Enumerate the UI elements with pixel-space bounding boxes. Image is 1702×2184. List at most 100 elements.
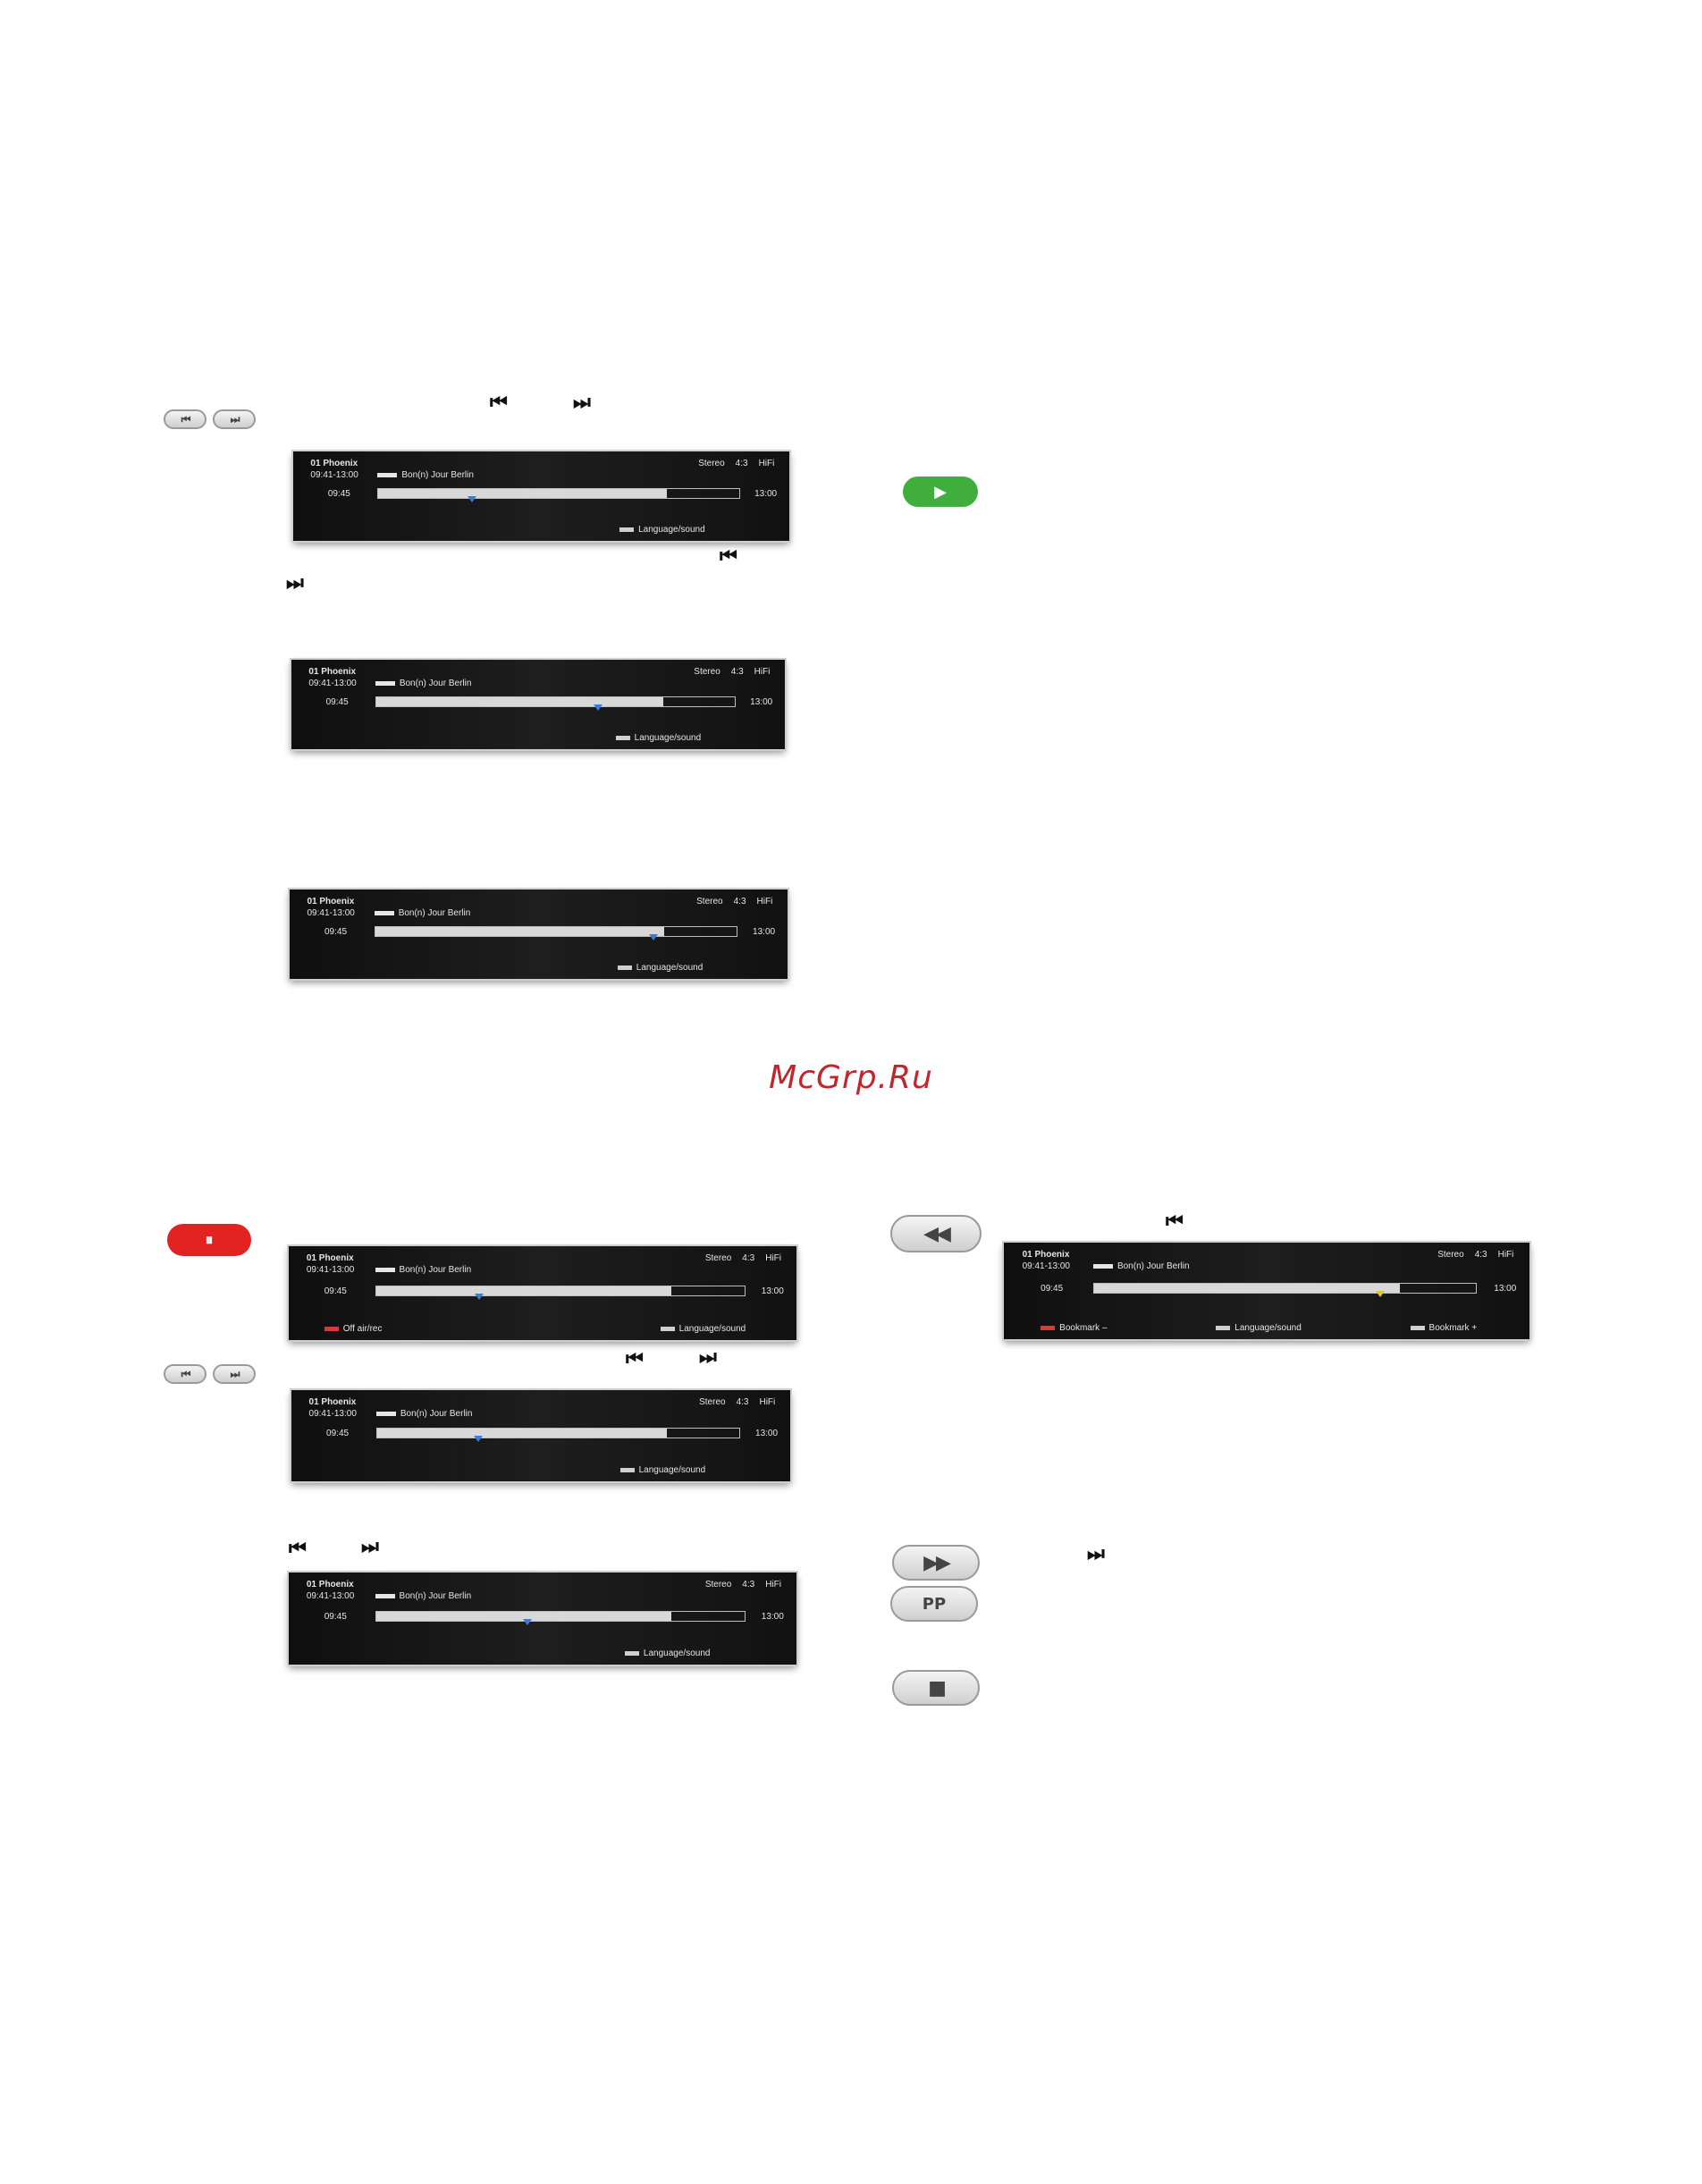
skip-back-key[interactable]: ⏮ bbox=[164, 1364, 206, 1384]
channel-name: 01 Phoenix bbox=[1022, 1250, 1070, 1260]
channel-name: 01 Phoenix bbox=[308, 667, 357, 677]
fast-forward-key[interactable]: ▶▶ bbox=[892, 1545, 980, 1581]
audio-mode: Stereo bbox=[694, 667, 720, 677]
position-marker bbox=[468, 496, 477, 502]
aspect-ratio: 4:3 bbox=[735, 459, 748, 468]
program-title: Bon(n) Jour Berlin bbox=[376, 1409, 473, 1420]
aspect-ratio: 4:3 bbox=[733, 897, 746, 906]
channel-name: 01 Phoenix bbox=[306, 1580, 354, 1590]
time-range: 09:41-13:00 bbox=[307, 908, 355, 918]
channel-name: 01 Phoenix bbox=[308, 1397, 357, 1407]
aspect-ratio: 4:3 bbox=[730, 667, 744, 677]
pause-icon: ⏸ bbox=[205, 1230, 214, 1250]
skip-forward-icon: ⏭ bbox=[286, 572, 304, 594]
skip-back-icon: ⏮ bbox=[181, 1367, 191, 1380]
start-time: 09:45 bbox=[325, 697, 349, 707]
language-sound-label: Language/sound bbox=[661, 1324, 746, 1335]
sound-quality: HiFi bbox=[759, 1397, 776, 1407]
progress-bar bbox=[375, 1428, 741, 1442]
audio-mode: Stereo bbox=[1437, 1250, 1464, 1260]
rewind-icon: ◀◀ bbox=[923, 1222, 951, 1245]
pp-key-label: PP bbox=[922, 1594, 947, 1614]
fast-forward-icon: ▶▶ bbox=[923, 1551, 951, 1574]
skip-back-key[interactable]: ⏮ bbox=[164, 409, 206, 429]
skip-back-icon: ⏮ bbox=[289, 1538, 307, 1560]
program-title: Bon(n) Jour Berlin bbox=[377, 470, 474, 481]
language-sound-label: Language/sound bbox=[625, 1649, 711, 1659]
info-banner: 01 Phoenix 09:41-13:00 Bon(n) Jour Berli… bbox=[293, 451, 789, 541]
aspect-ratio: 4:3 bbox=[742, 1580, 755, 1590]
end-time: 13:00 bbox=[1494, 1284, 1517, 1294]
audio-info: Stereo 4:3 HiFi bbox=[696, 897, 772, 907]
audio-mode: Stereo bbox=[704, 1580, 732, 1590]
skip-forward-icon: ⏭ bbox=[230, 412, 240, 426]
info-banner: 01 Phoenix 09:41-13:00 Bon(n) Jour Berli… bbox=[289, 1573, 796, 1665]
info-banner: 01 Phoenix 09:41-13:00 Bon(n) Jour Berli… bbox=[291, 1390, 790, 1481]
skip-forward-icon: ⏭ bbox=[573, 392, 591, 414]
audio-mode: Stereo bbox=[698, 459, 725, 468]
info-banner: 01 Phoenix 09:41-13:00 Bon(n) Jour Berli… bbox=[1004, 1243, 1529, 1339]
start-time: 09:45 bbox=[327, 489, 350, 499]
progress-bar bbox=[374, 926, 738, 940]
language-sound-label: Language/sound bbox=[619, 525, 705, 535]
audio-mode: Stereo bbox=[696, 897, 723, 906]
progress-fill bbox=[375, 1286, 671, 1295]
audio-mode: Stereo bbox=[704, 1253, 732, 1263]
program-title: Bon(n) Jour Berlin bbox=[375, 1265, 472, 1276]
skip-forward-icon: ⏭ bbox=[361, 1536, 379, 1558]
skip-back-icon: ⏮ bbox=[490, 392, 508, 414]
time-range: 09:41-13:00 bbox=[306, 1591, 355, 1601]
skip-forward-key[interactable]: ⏭ bbox=[213, 409, 256, 429]
pause-key[interactable]: ⏸ bbox=[167, 1224, 251, 1256]
start-time: 09:45 bbox=[326, 1429, 350, 1438]
pp-key[interactable]: PP bbox=[890, 1586, 978, 1622]
start-time: 09:45 bbox=[1041, 1284, 1064, 1294]
program-title: Bon(n) Jour Berlin bbox=[375, 1591, 472, 1602]
end-time: 13:00 bbox=[761, 1286, 784, 1296]
aspect-ratio: 4:3 bbox=[1474, 1250, 1487, 1260]
program-title: Bon(n) Jour Berlin bbox=[375, 679, 472, 689]
progress-fill bbox=[376, 1429, 668, 1438]
info-banner: 01 Phoenix 09:41-13:00 Bon(n) Jour Berli… bbox=[289, 1246, 796, 1340]
stop-icon: ■ bbox=[928, 1676, 947, 1699]
position-marker bbox=[649, 934, 659, 940]
sound-quality: HiFi bbox=[765, 1253, 781, 1263]
skip-forward-icon: ⏭ bbox=[699, 1346, 717, 1369]
rewind-key[interactable]: ◀◀ bbox=[890, 1215, 982, 1252]
end-time: 13:00 bbox=[754, 489, 778, 499]
off-air-label: Off air/rec bbox=[324, 1324, 383, 1335]
language-sound-label: Language/sound bbox=[616, 733, 702, 744]
position-marker bbox=[522, 1618, 532, 1625]
language-sound-label: Language/sound bbox=[618, 963, 704, 974]
progress-bar bbox=[1092, 1283, 1478, 1297]
skip-back-icon: ⏮ bbox=[720, 545, 737, 568]
progress-fill bbox=[378, 489, 667, 498]
progress-fill bbox=[375, 697, 663, 706]
progress-bar bbox=[375, 696, 736, 711]
audio-info: Stereo 4:3 HiFi bbox=[1437, 1250, 1513, 1261]
time-range: 09:41-13:00 bbox=[308, 679, 357, 688]
time-range: 09:41-13:00 bbox=[308, 1409, 357, 1419]
channel-name: 01 Phoenix bbox=[306, 1253, 354, 1263]
skip-forward-icon: ⏭ bbox=[230, 1367, 240, 1380]
channel-name: 01 Phoenix bbox=[307, 897, 355, 906]
skip-forward-key[interactable]: ⏭ bbox=[213, 1364, 256, 1384]
position-marker bbox=[594, 704, 603, 711]
program-title: Bon(n) Jour Berlin bbox=[375, 908, 471, 919]
end-time: 13:00 bbox=[755, 1429, 779, 1438]
audio-info: Stereo 4:3 HiFi bbox=[698, 459, 774, 469]
position-marker bbox=[1376, 1291, 1386, 1297]
progress-bar bbox=[375, 1285, 746, 1300]
play-key[interactable]: ▶ bbox=[903, 476, 978, 507]
stop-key[interactable]: ■ bbox=[892, 1670, 980, 1706]
end-time: 13:00 bbox=[753, 927, 776, 937]
position-marker bbox=[475, 1293, 484, 1300]
sound-quality: HiFi bbox=[754, 667, 771, 677]
time-range: 09:41-13:00 bbox=[310, 470, 358, 480]
language-sound-label: Language/sound bbox=[620, 1465, 706, 1476]
sound-quality: HiFi bbox=[756, 897, 773, 906]
banner-footer: Bookmark – Language/sound Bookmark + bbox=[1041, 1323, 1477, 1334]
progress-fill bbox=[1093, 1284, 1400, 1293]
audio-info: Stereo 4:3 HiFi bbox=[699, 1397, 775, 1408]
time-range: 09:41-13:00 bbox=[1022, 1261, 1070, 1271]
